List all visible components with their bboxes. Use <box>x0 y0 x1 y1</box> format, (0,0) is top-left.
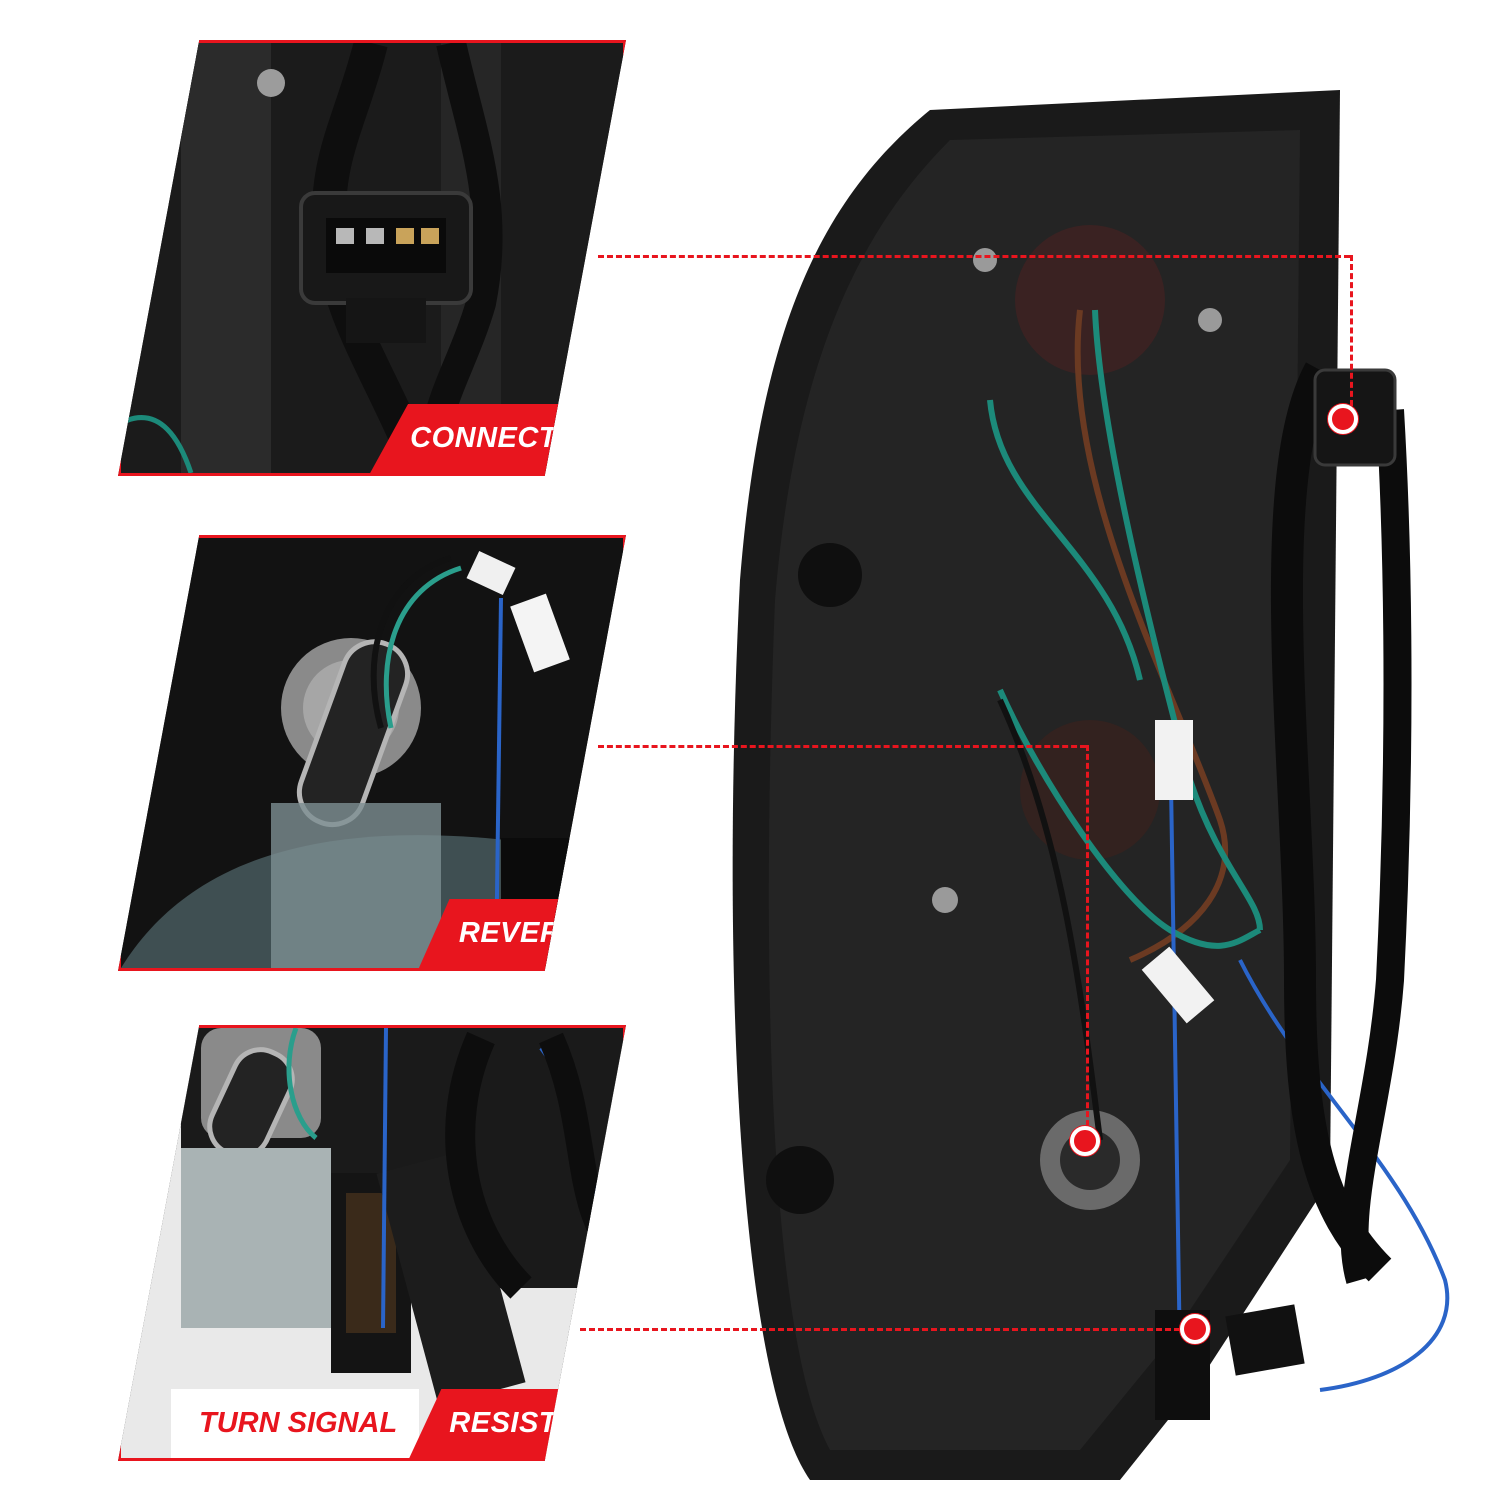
reverse-marker <box>1070 1126 1100 1156</box>
resistor-label: RESISTOR <box>409 1389 623 1458</box>
connector-callout-panel: CONNECTOR <box>118 40 626 476</box>
resistor-leader-line <box>580 1328 1180 1331</box>
reverse-leader-line <box>598 745 1086 748</box>
connector-leader-drop <box>1350 255 1353 415</box>
connector-marker <box>1328 404 1358 434</box>
connector-leader-line <box>598 255 1350 258</box>
reverse-callout-panel: REVERSE <box>118 535 626 971</box>
reverse-closeup-image <box>121 538 623 968</box>
resistor-marker <box>1180 1314 1210 1344</box>
resistor-callout-panel: TURN SIGNAL RESISTOR <box>118 1025 626 1461</box>
reverse-label: REVERSE <box>418 899 623 968</box>
tail-light-rear-image <box>732 90 1450 1480</box>
turn-signal-label: TURN SIGNAL <box>171 1389 420 1458</box>
connector-label: CONNECTOR <box>370 404 623 473</box>
reverse-leader-drop <box>1086 745 1089 1135</box>
resistor-closeup-image <box>121 1028 623 1458</box>
